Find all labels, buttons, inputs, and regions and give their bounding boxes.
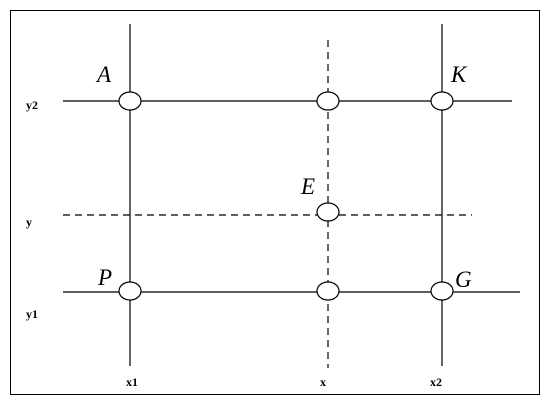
point-label-g: G: [455, 267, 472, 292]
node-p: [118, 281, 142, 301]
node-g: [430, 281, 454, 301]
point-label-e: E: [300, 174, 315, 199]
point-label-p: P: [97, 265, 112, 290]
axis-label-y: y: [26, 215, 32, 229]
axis-label-y1: y1: [26, 307, 38, 321]
node-k: [430, 91, 454, 111]
point-label-k: K: [450, 62, 468, 87]
node-bottom-middle: [316, 281, 340, 301]
axis-label-x: x: [320, 375, 326, 389]
node-e: [316, 202, 340, 222]
axis-label-y2: y2: [26, 98, 38, 112]
axis-label-x2: x2: [430, 375, 442, 389]
node-top-middle: [316, 91, 340, 111]
axis-label-x1: x1: [126, 375, 138, 389]
point-label-a: A: [95, 62, 112, 87]
node-a: [118, 91, 142, 111]
diagram-frame: [10, 10, 540, 395]
